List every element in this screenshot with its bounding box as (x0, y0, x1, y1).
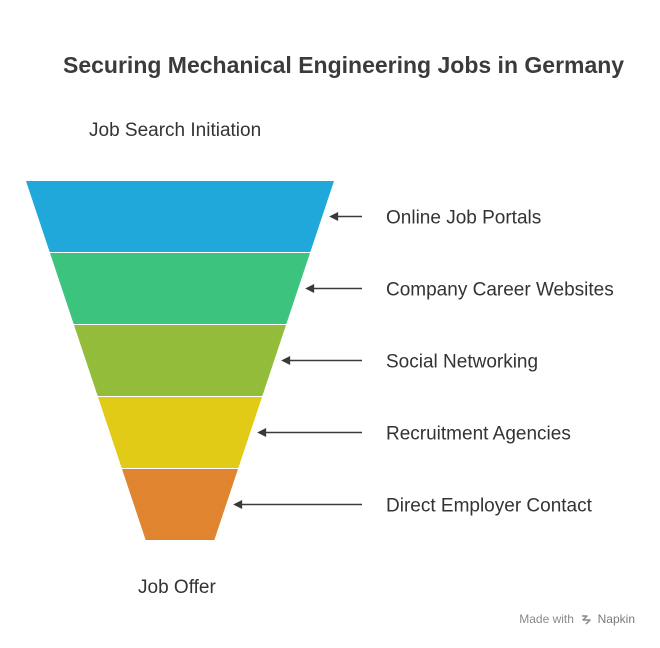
stage-arrow-icon (257, 428, 362, 437)
stage-arrow-icon (329, 212, 362, 221)
made-with-napkin-watermark: Made with Napkin (519, 612, 635, 626)
funnel-stage-5 (122, 469, 238, 540)
diagram-title: Securing Mechanical Engineering Jobs in … (63, 52, 625, 78)
stage-label: Recruitment Agencies (386, 424, 571, 445)
stage-arrow-icon (281, 356, 362, 365)
watermark-prefix: Made with (519, 612, 574, 626)
funnel-stage-4 (98, 397, 262, 468)
stage-label: Direct Employer Contact (386, 496, 593, 517)
funnel-top-label: Job Search Initiation (89, 120, 262, 141)
stage-arrow-icon (305, 284, 362, 293)
stage-label: Company Career Websites (386, 280, 614, 301)
funnel-stage-2 (50, 253, 310, 324)
napkin-logo-icon (582, 615, 592, 625)
funnel-stage-1 (26, 181, 334, 252)
funnel-bottom-label: Job Offer (138, 577, 216, 598)
watermark-brand: Napkin (597, 612, 635, 626)
stage-label: Social Networking (386, 352, 538, 373)
stage-arrow-icon (233, 500, 362, 509)
funnel-stage-3 (74, 325, 286, 396)
stage-label: Online Job Portals (386, 208, 541, 229)
